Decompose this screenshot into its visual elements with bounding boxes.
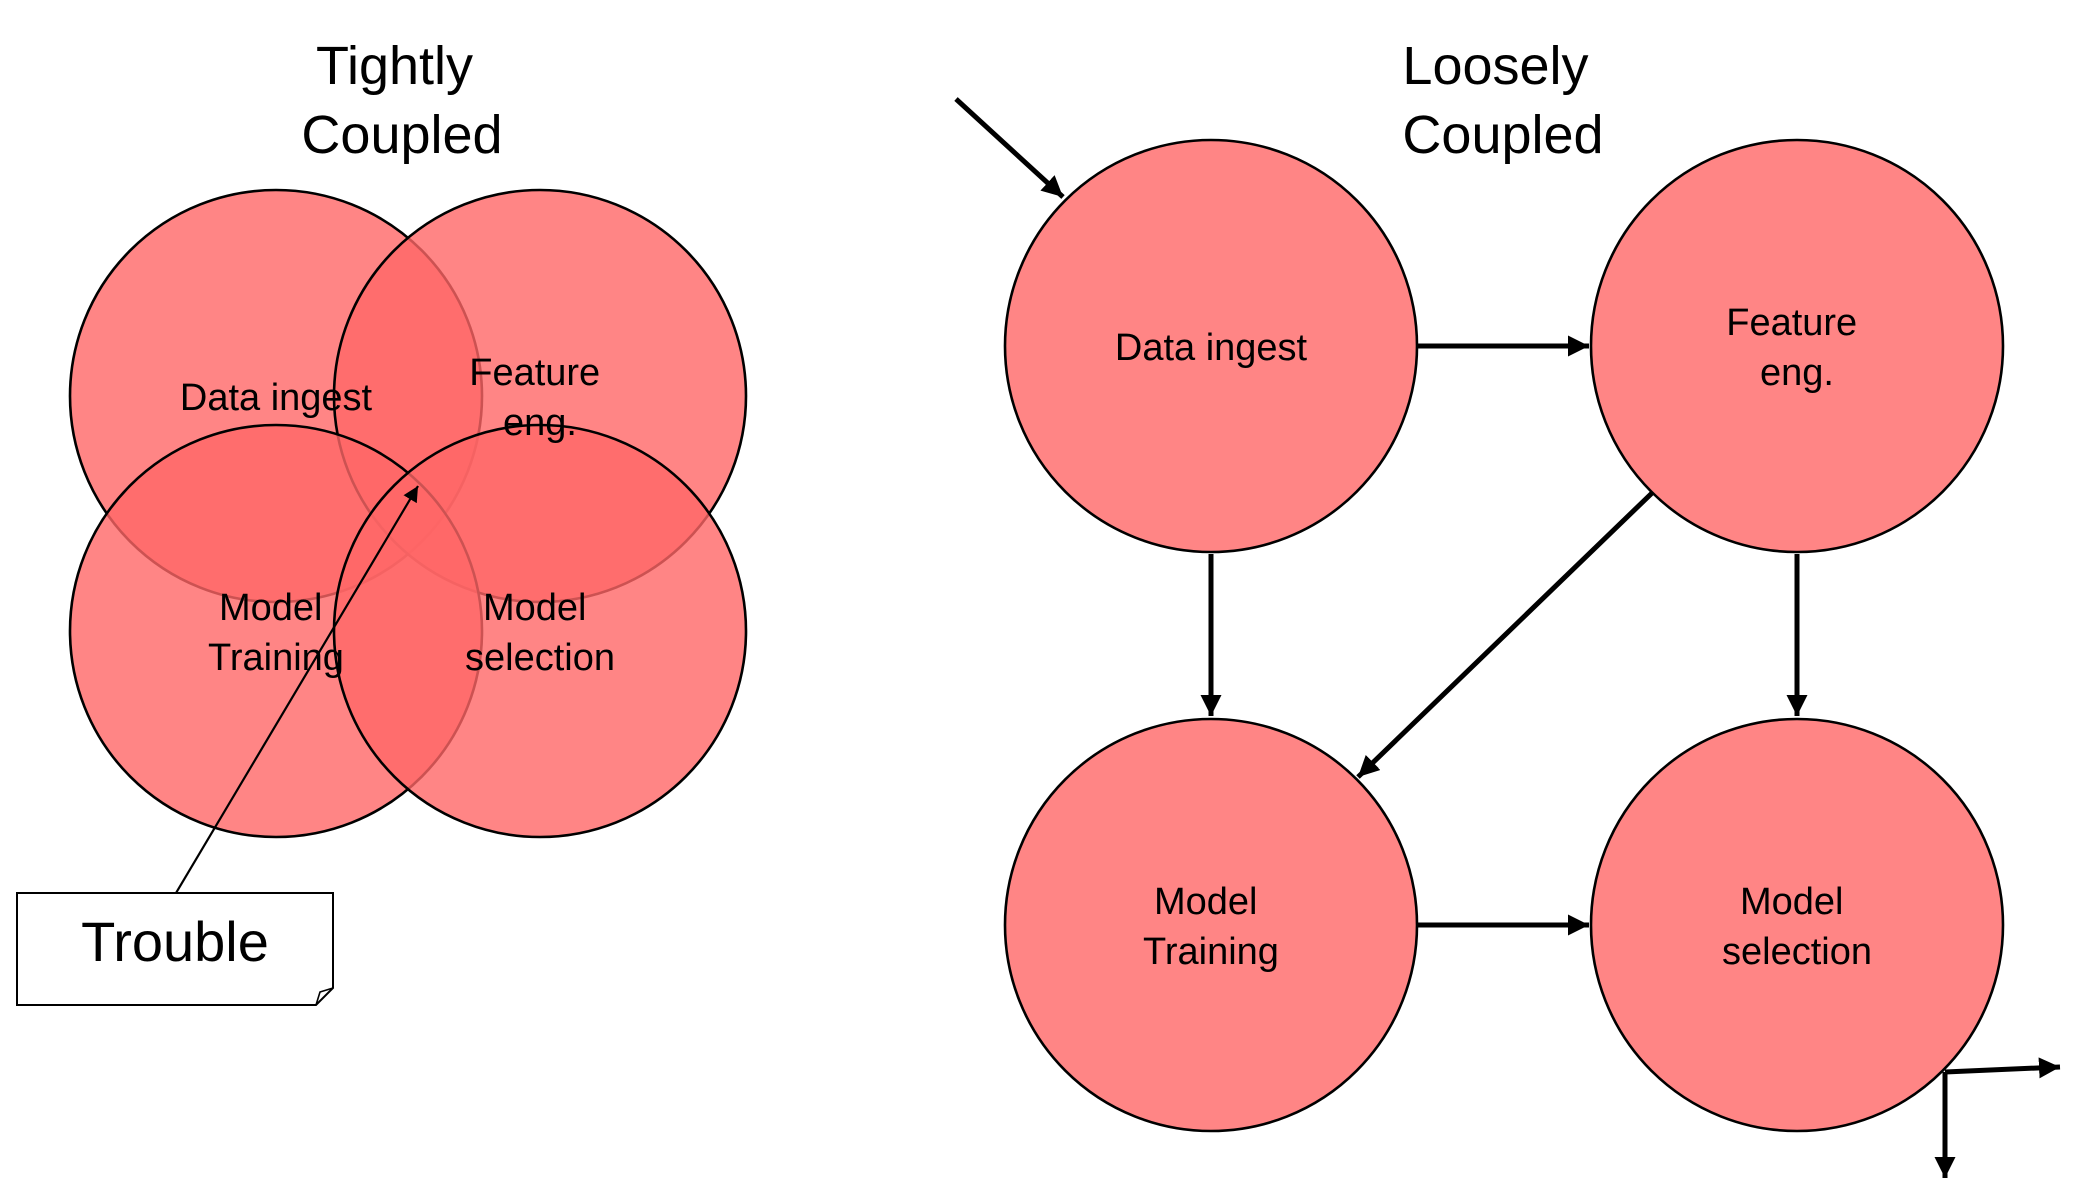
tight-data-ingest-label: Data ingest: [180, 377, 373, 419]
loose-feature-eng-label-line-2: eng.: [1760, 352, 1834, 394]
trouble-note-box: [16, 892, 334, 1006]
tight-model-selection-circle: [332, 423, 748, 839]
tight-feature-eng-label-line-1: Feature: [469, 352, 600, 394]
loose-data-ingest-label: Data ingest: [1115, 327, 1308, 369]
loosely-coupled-group: Loosely Coupled Data ingest Feature eng.…: [954, 36, 2061, 1178]
trouble-note-fold: [315, 987, 334, 1006]
edge-feature-eng-to-model-training: [1356, 491, 1654, 779]
loose-title-line-2: Coupled: [1402, 105, 1603, 165]
loose-title: Loosely Coupled: [1402, 36, 1603, 165]
loose-data-ingest-label-line: Data ingest: [1115, 327, 1308, 369]
edge-input-to-data-ingest: [954, 97, 1065, 199]
tight-model-selection-label-line-2: selection: [465, 637, 615, 679]
tight-feature-eng-label-line-2: eng.: [503, 402, 577, 444]
loose-edges: [954, 97, 2061, 1178]
tight-title-line-2: Coupled: [301, 105, 502, 165]
loose-feature-eng-circle: [1589, 138, 2005, 554]
loose-model-selection-label-line-1: Model: [1740, 881, 1844, 923]
tight-title-line-1: Tightly: [316, 36, 473, 96]
loose-model-training-circle: [1003, 717, 1419, 1133]
loose-data-ingest-circle: [1003, 138, 1419, 554]
tight-data-ingest-label-line: Data ingest: [180, 377, 373, 419]
loose-model-selection-label-line-2: selection: [1722, 931, 1872, 973]
tight-model-selection-label-line-1: Model: [483, 587, 587, 629]
tight-feature-eng-label: Feature eng.: [469, 352, 611, 444]
loose-model-training-label-line-1: Model: [1154, 881, 1258, 923]
loose-model-selection-circle: [1589, 717, 2005, 1133]
tightly-coupled-group: Tightly Coupled Data ingest Feature eng.…: [16, 36, 748, 1006]
loose-feature-eng-label: Feature eng.: [1726, 302, 1868, 394]
trouble-pointer-arrow: [175, 485, 419, 894]
loose-model-training-label: Model Training: [1143, 881, 1279, 973]
trouble-note-text: Trouble: [81, 910, 269, 973]
tight-model-selection-label: Model selection: [465, 587, 615, 679]
edge-model-selection-to-output-right: [1944, 1057, 2061, 1079]
loose-feature-eng-label-line-1: Feature: [1726, 302, 1857, 344]
loose-model-training-label-line-2: Training: [1143, 931, 1279, 973]
tight-model-training-label: Model Training: [208, 587, 344, 679]
tight-title: Tightly Coupled: [301, 36, 502, 165]
tight-model-training-label-line-1: Model: [219, 587, 323, 629]
loose-model-selection-label: Model selection: [1722, 881, 1872, 973]
loose-title-line-1: Loosely: [1402, 36, 1588, 96]
tight-model-training-label-line-2: Training: [208, 637, 344, 679]
